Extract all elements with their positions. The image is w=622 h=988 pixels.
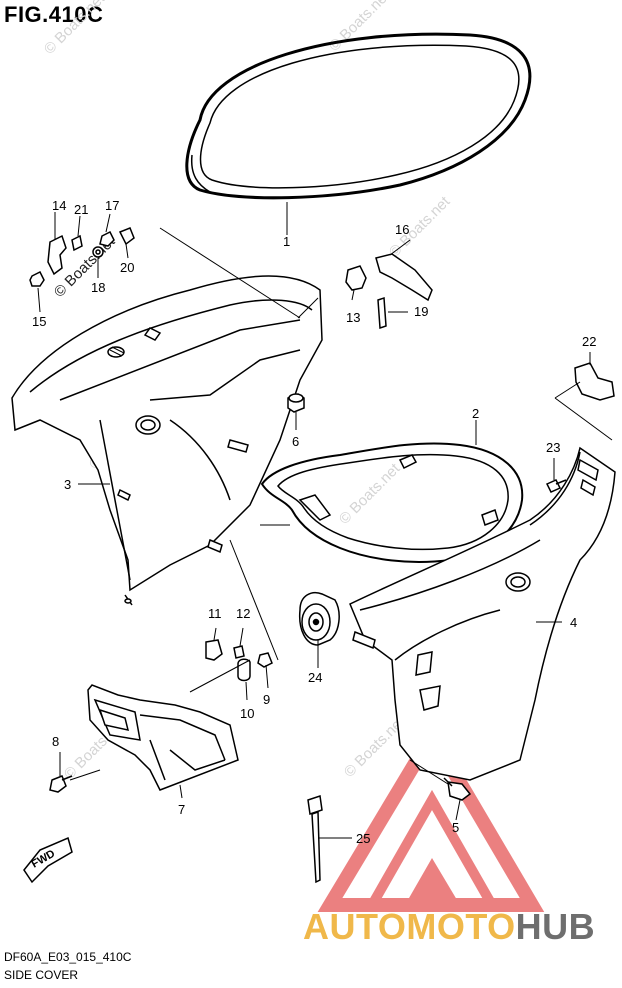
- callout-10: 10: [240, 706, 254, 721]
- callout-19: 19: [414, 304, 428, 319]
- callout-2: 2: [472, 406, 479, 421]
- callout-18: 18: [91, 280, 105, 295]
- diagram-name: SIDE COVER: [4, 968, 79, 982]
- watermark-1: © Boats.net: [41, 0, 109, 58]
- callout-20: 20: [120, 260, 134, 275]
- part-10-grommet: [237, 658, 251, 682]
- part-11-bracket: [205, 639, 223, 661]
- callout-14: 14: [52, 198, 66, 213]
- callout-4: 4: [570, 615, 577, 630]
- callout-13: 13: [346, 310, 360, 325]
- part-8-bolt: [49, 775, 67, 793]
- callout-9: 9: [263, 692, 270, 707]
- part-7-lower-cover: [87, 684, 239, 791]
- part-12-screw: [233, 645, 245, 659]
- fwd-direction-arrow: FWD: [23, 836, 73, 884]
- part-5-bolt: [447, 781, 472, 801]
- diagram-code: DF60A_E03_015_410C: [4, 950, 132, 964]
- part-1-seal: [185, 32, 532, 200]
- part-4-right-side-cover: [349, 446, 616, 781]
- part-22-bracket: [574, 362, 615, 401]
- callout-1: 1: [283, 234, 290, 249]
- part-13-bushing: [345, 265, 367, 291]
- callout-23: 23: [546, 440, 560, 455]
- watermark-5: © Boats.net: [336, 460, 404, 528]
- callout-16: 16: [395, 222, 409, 237]
- callout-15: 15: [32, 314, 46, 329]
- small-hardware-parts: [29, 227, 615, 801]
- callout-21: 21: [74, 202, 88, 217]
- part-14-bracket: [47, 234, 67, 276]
- callout-5: 5: [452, 820, 459, 835]
- callout-11: 11: [208, 606, 222, 621]
- part-25-cable-tie: [307, 795, 323, 884]
- callout-7: 7: [178, 802, 185, 817]
- callout-22: 22: [582, 334, 596, 349]
- part-15-nut: [29, 270, 45, 287]
- callout-25: 25: [356, 831, 370, 846]
- callout-17: 17: [105, 198, 119, 213]
- part-16-latch: [375, 253, 433, 302]
- part-24-grommet: [298, 591, 340, 646]
- part-20-clip: [118, 227, 135, 246]
- leader-lines: [37, 202, 613, 839]
- callout-24: 24: [308, 670, 322, 685]
- callout-12: 12: [236, 606, 250, 621]
- part-23-bolt: [545, 479, 562, 493]
- callout-labels: 1 2 3 4 5 6 7 8 9 10 11 12 13 14 15 16 1…: [32, 198, 596, 846]
- brand-part2: HUB: [515, 906, 596, 947]
- part-3-left-side-cover: [11, 275, 323, 606]
- part-19-pin: [377, 296, 387, 330]
- figure-title: FIG.410C: [4, 2, 104, 27]
- part-2-inner-frame: [260, 442, 524, 563]
- automotohub-logo-icon: [317, 721, 545, 912]
- part-21-clip: [71, 234, 83, 252]
- callout-8: 8: [52, 734, 59, 749]
- callout-6: 6: [292, 434, 299, 449]
- callout-3: 3: [64, 477, 71, 492]
- part-6-grommet: [287, 393, 305, 413]
- part-17-nut: [99, 230, 115, 247]
- automotohub-brand: AUTOMOTOHUB: [303, 906, 595, 948]
- brand-part1: AUTOMOTO: [303, 906, 516, 947]
- part-9-washer: [257, 652, 273, 668]
